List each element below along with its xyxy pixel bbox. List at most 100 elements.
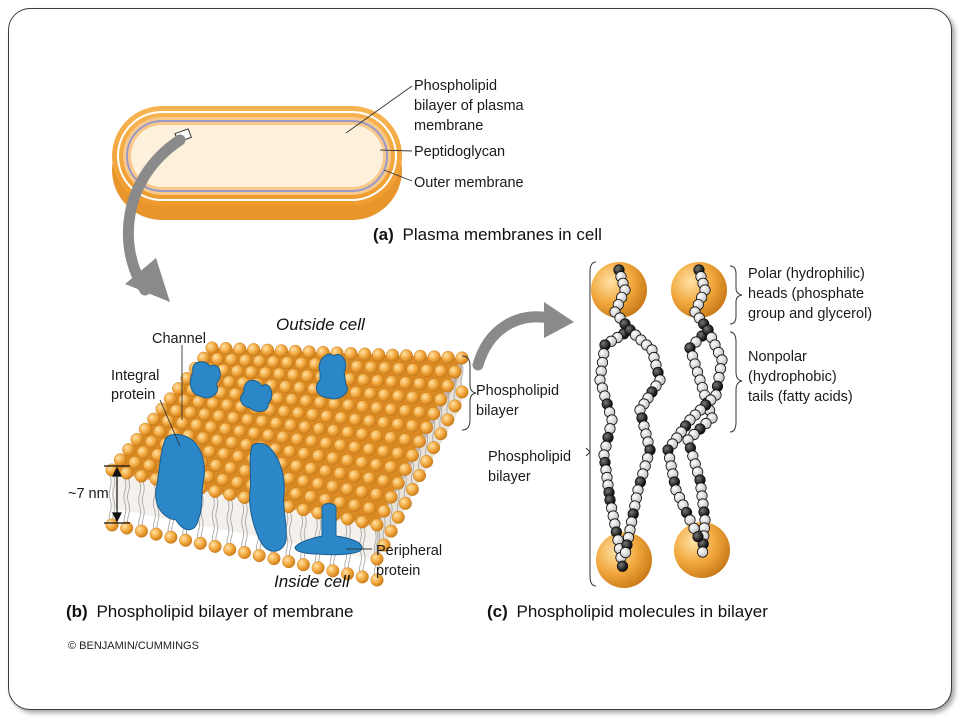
phospholipid-head xyxy=(355,515,369,529)
phospholipid-head xyxy=(413,377,427,391)
fatty-acid-tail xyxy=(460,363,464,389)
phospholipid-head xyxy=(266,355,280,369)
phospholipid-head xyxy=(362,501,376,515)
phospholipid-head xyxy=(405,482,419,496)
label-channel: Channel xyxy=(152,331,206,347)
phospholipid-head xyxy=(364,360,378,374)
phospholipid-head xyxy=(227,411,241,425)
phospholipid-head xyxy=(230,364,244,378)
zoom-arrow-a-to-b xyxy=(122,134,186,302)
phospholipid-head xyxy=(198,407,212,421)
phospholipid-head xyxy=(434,427,448,441)
bacterial-cell xyxy=(112,106,402,220)
phospholipid-head xyxy=(377,388,391,402)
caption-c-letter: (c) xyxy=(487,602,508,621)
phospholipid-head xyxy=(297,447,311,461)
fatty-acid-tail xyxy=(200,494,204,519)
phospholipid-head xyxy=(362,442,376,456)
polar-head-1 xyxy=(591,262,647,318)
phospholipid-head xyxy=(413,349,427,363)
fatty-acid-tail xyxy=(373,530,377,556)
phospholipid-head xyxy=(306,408,320,422)
phospholipid-head xyxy=(406,390,420,404)
phospholipid-head xyxy=(217,447,231,461)
caption-a: (a) Plasma membranes in cell xyxy=(373,225,602,244)
phospholipid-head xyxy=(219,342,233,356)
phospholipid-head xyxy=(128,456,142,470)
phospholipid-head xyxy=(211,433,225,447)
phospholipid-head xyxy=(311,477,325,491)
phospholipid-head xyxy=(420,421,434,435)
phospholipid-head xyxy=(384,490,398,504)
bilayer-brace-b xyxy=(461,355,477,431)
phospholipid-head xyxy=(384,403,398,417)
label-bilayer-a-3: membrane xyxy=(414,118,483,134)
phospholipid-head xyxy=(333,496,347,510)
phospholipid-head xyxy=(370,573,384,587)
phospholipid-head xyxy=(184,406,198,420)
caption-c-text: Phospholipid molecules in bilayer xyxy=(517,602,769,621)
phospholipid-head xyxy=(193,536,207,550)
phospholipid-head xyxy=(333,467,347,481)
label-bilayer-a-2: bilayer of plasma xyxy=(414,98,525,114)
phospholipid-head xyxy=(179,533,193,547)
phospholipid-head xyxy=(358,347,372,361)
phospholipid-head xyxy=(302,345,316,359)
phospholipid-head xyxy=(287,368,301,382)
phospholipid-head xyxy=(385,375,399,389)
phospholipid-head xyxy=(377,538,391,552)
fatty-acid-tail xyxy=(112,475,116,501)
phospholipid-head xyxy=(334,438,348,452)
phospholipid-head xyxy=(280,356,294,370)
leader-peptidoglycan xyxy=(379,149,413,152)
phospholipid-head xyxy=(244,365,258,379)
phospholipid-head xyxy=(326,480,340,494)
phospholipid-head xyxy=(312,449,326,463)
fatty-acid-tail xyxy=(439,405,443,430)
phospholipid-head xyxy=(398,433,412,447)
phospholipid-head xyxy=(441,413,455,427)
phospholipid-head xyxy=(377,416,391,430)
phospholipid-head xyxy=(427,441,441,455)
phospholipid-head xyxy=(319,436,333,450)
caption-b: (b) Phospholipid bilayer of membrane xyxy=(66,602,354,621)
phospholipid-head xyxy=(222,375,236,389)
integral-protein-left xyxy=(155,433,205,531)
phospholipid-head xyxy=(355,570,369,584)
fatty-acid-tail xyxy=(289,512,292,537)
phospholipid-head xyxy=(299,394,313,408)
phospholipid-head xyxy=(398,496,412,510)
fatty-acid-tail xyxy=(244,503,248,528)
phospholipid-head xyxy=(348,498,362,512)
phospholipid-head xyxy=(143,459,157,473)
phospholipid-head xyxy=(239,353,253,367)
phospholipid-head xyxy=(341,512,355,526)
phospholipid-head xyxy=(344,347,358,361)
phospholipid-head xyxy=(153,425,167,439)
channel-protein-top xyxy=(189,361,221,399)
phospholipid-head xyxy=(377,504,391,518)
atom xyxy=(696,546,709,558)
label-nonpolar-1: Nonpolar xyxy=(748,349,807,365)
thickness-indicator xyxy=(104,465,130,524)
phospholipid-head xyxy=(297,474,311,488)
phospholipid-head xyxy=(282,555,296,569)
label-nonpolar-2: (hydrophobic) xyxy=(748,369,837,385)
atom xyxy=(616,560,629,572)
phospholipid-head xyxy=(377,474,391,488)
fatty-acid-tail xyxy=(138,481,142,507)
phospholipid-head xyxy=(313,396,327,410)
fatty-acid-tail xyxy=(215,497,219,522)
phospholipid-head xyxy=(274,344,288,358)
fatty-acid-tail xyxy=(230,500,234,525)
phospholipid-head xyxy=(391,476,405,490)
phospholipid-head xyxy=(105,518,119,532)
leader-bilayer-a xyxy=(345,85,413,134)
phospholipid-head xyxy=(441,379,455,393)
phospholipid-head xyxy=(370,552,384,566)
polar-head-2 xyxy=(671,262,727,318)
phospholipid-head xyxy=(223,542,237,556)
fatty-acid-tail xyxy=(432,419,436,444)
phospholipid-head xyxy=(271,391,285,405)
